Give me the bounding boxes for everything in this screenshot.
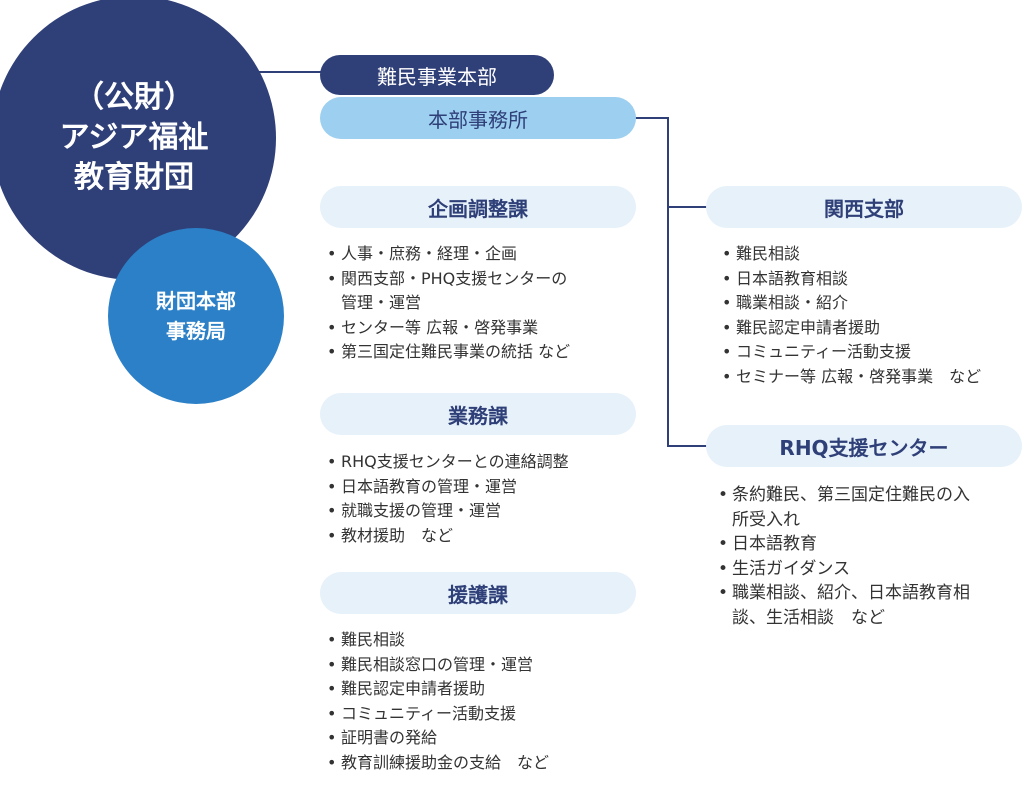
list-item: 証明書の発給: [327, 726, 637, 751]
section-list-operations: RHQ支援センターとの連絡調整 日本語教育の管理・運営 就職支援の管理・運営 教…: [327, 450, 637, 548]
list-item: 難民相談: [722, 242, 1022, 267]
list-item: 教育訓練援助金の支給 など: [327, 751, 637, 776]
list-item-continuation: 所受入れ: [732, 509, 800, 530]
section-list-kansai: 難民相談 日本語教育相談 職業相談・紹介 難民認定申請者援助 コミュニティー活動…: [722, 242, 1022, 389]
secretariat-line-2: 事務局: [166, 319, 226, 343]
foundation-secretariat-circle: 財団本部 事務局: [108, 228, 284, 404]
list-item-continuation: 談、生活相談 など: [732, 607, 885, 628]
section-header-operations: 業務課: [320, 393, 636, 435]
list-item: 日本語教育: [718, 532, 1022, 557]
list-item: 難民認定申請者援助: [722, 316, 1022, 341]
list-item: 難民相談: [327, 628, 637, 653]
list-item: 関西支部・PHQ支援センターの: [327, 267, 637, 292]
section-title: 業務課: [448, 403, 508, 428]
section-header-planning: 企画調整課: [320, 186, 636, 228]
foundation-title-line-3: 教育財団: [74, 160, 194, 195]
list-item: 職業相談、紹介、日本語教育相: [718, 581, 1022, 606]
list-item: 職業相談・紹介: [722, 291, 1022, 316]
hq-office-label: 本部事務所: [428, 107, 528, 132]
section-header-assistance: 援護課: [320, 572, 636, 614]
list-item: 条約難民、第三国定住難民の入: [718, 483, 1022, 508]
list-item: 日本語教育相談: [722, 267, 1022, 292]
list-item: RHQ支援センターとの連絡調整: [327, 450, 637, 475]
section-title: RHQ支援センター: [779, 435, 949, 460]
hq-pill: 難民事業本部: [320, 55, 554, 95]
foundation-title-line-1: （公財）: [74, 80, 194, 115]
list-item: 第三国定住難民事業の統括 など: [327, 340, 637, 365]
secretariat-line-1: 財団本部: [156, 289, 236, 313]
list-item: コミュニティー活動支援: [327, 702, 637, 727]
list-item: 難民相談窓口の管理・運営: [327, 653, 637, 678]
list-item: 教材援助 など: [327, 524, 637, 549]
section-header-kansai: 関西支部: [706, 186, 1022, 228]
section-list-assistance: 難民相談 難民相談窓口の管理・運営 難民認定申請者援助 コミュニティー活動支援 …: [327, 628, 637, 775]
hq-office-pill: 本部事務所: [320, 97, 636, 139]
section-header-rhq-center: RHQ支援センター: [706, 425, 1022, 467]
list-item: 人事・庶務・経理・企画: [327, 242, 637, 267]
foundation-circle: （公財） アジア福祉 教育財団: [0, 0, 276, 280]
list-item: 管理・運営: [341, 293, 422, 312]
section-list-planning: 人事・庶務・経理・企画 関西支部・PHQ支援センターの 管理・運営 センター等 …: [327, 242, 637, 365]
foundation-title-line-2: アジア福祉: [59, 120, 209, 155]
hq-label: 難民事業本部: [377, 64, 497, 89]
section-title: 企画調整課: [428, 196, 528, 221]
list-item: セミナー等 広報・啓発事業 など: [722, 365, 1022, 390]
list-item: 就職支援の管理・運営: [327, 499, 637, 524]
section-list-rhq-center: 条約難民、第三国定住難民の入 所受入れ 日本語教育 生活ガイダンス 職業相談、紹…: [718, 483, 1022, 630]
list-item: コミュニティー活動支援: [722, 340, 1022, 365]
section-title: 関西支部: [824, 196, 904, 221]
list-item: 生活ガイダンス: [718, 557, 1022, 582]
list-item: センター等 広報・啓発事業: [327, 316, 637, 341]
connector-office-to-branches: [634, 117, 708, 447]
list-item: 日本語教育の管理・運営: [327, 475, 637, 500]
list-item: 難民認定申請者援助: [327, 677, 637, 702]
section-title: 援護課: [448, 582, 508, 607]
